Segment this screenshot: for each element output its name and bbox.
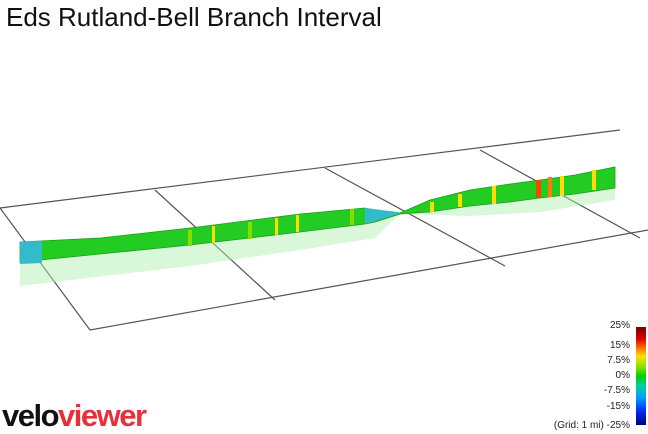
grid-line-1 xyxy=(0,207,91,331)
logo-viewer-text: viewer xyxy=(58,398,147,433)
grid-line-2 xyxy=(154,189,276,301)
stripe xyxy=(430,202,434,212)
grid-scale-note: (Grid: 1 mi) -25% xyxy=(553,420,630,431)
stripe xyxy=(492,186,496,204)
legend-label-0: 0% xyxy=(615,370,630,381)
grid-edge-front xyxy=(89,229,648,331)
stripe xyxy=(275,218,278,235)
elevation-profile xyxy=(19,166,616,263)
stripe xyxy=(458,194,462,207)
stripe xyxy=(296,215,299,232)
stripe xyxy=(248,222,252,239)
page-title: Eds Rutland-Bell Branch Interval xyxy=(6,2,382,32)
legend-label-neg-15: -15% xyxy=(606,401,630,412)
grid-line-3 xyxy=(324,167,506,267)
gradient-legend-bar xyxy=(636,327,646,425)
stripe xyxy=(548,177,552,197)
grid-edge-back xyxy=(0,129,621,209)
legend-label-15: 15% xyxy=(609,340,630,351)
logo-velo-text: velo xyxy=(2,398,60,433)
legend-label-25: 25% xyxy=(609,320,630,331)
veloviewer-logo: veloviewer xyxy=(2,398,147,434)
steep-stripes xyxy=(188,170,596,246)
profile-reflection xyxy=(20,188,615,286)
stripe xyxy=(592,170,596,190)
stripe xyxy=(212,226,215,243)
descent-segment-start xyxy=(20,241,42,264)
stripe xyxy=(350,209,354,225)
descent-segment-middle xyxy=(365,208,398,224)
legend-label-7-5: 7.5% xyxy=(607,355,630,366)
stripe xyxy=(188,230,192,246)
legend-label-neg-7-5: -7.5% xyxy=(603,385,630,396)
stripe xyxy=(560,176,564,196)
stripe xyxy=(536,180,541,198)
